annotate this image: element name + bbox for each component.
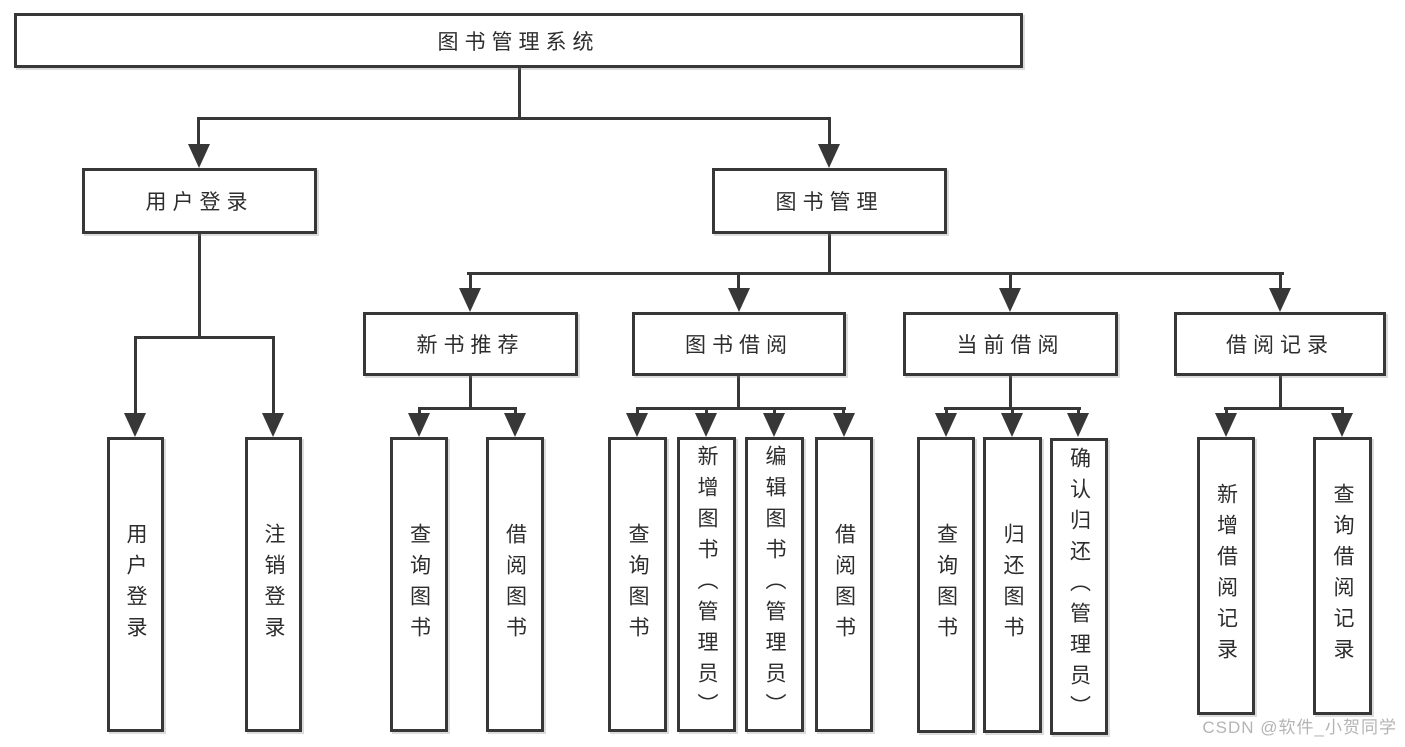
connector-line <box>469 376 472 410</box>
arrow-down-icon <box>695 413 717 437</box>
node-label: 新增借阅记录 <box>1214 483 1238 669</box>
connector-line <box>1009 376 1012 410</box>
node-label: 图书管理系统 <box>437 30 600 54</box>
arrow-down-icon <box>1215 413 1237 437</box>
connector-line <box>828 117 831 149</box>
node-book-management: 图书管理 <box>712 168 947 234</box>
connector-line <box>418 407 517 410</box>
arrow-down-icon <box>818 144 840 168</box>
node-label: 新增图书（管理员） <box>695 445 718 724</box>
node-borrowing-records: 借阅记录 <box>1174 312 1386 376</box>
node-label: 图书借阅 <box>685 334 793 357</box>
arrow-down-icon <box>1331 413 1353 437</box>
arrow-down-icon <box>504 413 526 437</box>
leaf-current-query-books: 查询图书 <box>917 437 975 733</box>
node-book-borrowing: 图书借阅 <box>632 312 846 376</box>
leaf-recommend-query-books: 查询图书 <box>390 437 448 732</box>
connector-line <box>467 272 1284 275</box>
connector-line <box>737 376 740 410</box>
node-label: 用户登录 <box>145 191 254 214</box>
node-label: 查询借阅记录 <box>1331 483 1354 669</box>
node-label: 用户登录 <box>124 522 147 647</box>
node-label: 查询图书 <box>407 522 431 647</box>
node-label: 查询图书 <box>626 522 649 647</box>
arrow-down-icon <box>626 413 648 437</box>
connector-line <box>828 234 831 275</box>
watermark: CSDN @软件_小贺同学 <box>1202 718 1397 737</box>
arrow-down-icon <box>763 413 785 437</box>
arrow-down-icon <box>1269 288 1291 312</box>
node-label: 编辑图书（管理员） <box>763 445 786 724</box>
arrow-down-icon <box>459 288 481 312</box>
connector-line <box>469 272 472 294</box>
leaf-edit-book-admin: 编辑图书（管理员） <box>745 437 804 732</box>
connector-line <box>1279 376 1282 410</box>
connector-line <box>518 68 521 120</box>
connector-line <box>737 272 740 294</box>
node-current-borrowing: 当前借阅 <box>903 312 1118 376</box>
arrow-down-icon <box>833 413 855 437</box>
connector-line <box>134 336 137 418</box>
node-label: 借阅图书 <box>832 522 856 647</box>
leaf-return-books: 归还图书 <box>983 437 1042 733</box>
arrow-down-icon <box>262 413 284 437</box>
node-label: 当前借阅 <box>956 334 1065 357</box>
arrow-down-icon <box>1067 413 1089 437</box>
arrow-down-icon <box>124 413 146 437</box>
arrow-down-icon <box>935 413 957 437</box>
leaf-user-login: 用户登录 <box>107 437 164 732</box>
leaf-query-borrow-record: 查询借阅记录 <box>1313 437 1372 715</box>
node-label: 查询图书 <box>934 523 958 647</box>
node-user-login: 用户登录 <box>82 168 317 234</box>
node-library-system: 图书管理系统 <box>14 13 1023 68</box>
connector-line <box>1279 272 1282 294</box>
leaf-borrow-books: 借阅图书 <box>815 437 873 732</box>
node-label: 图书管理 <box>775 191 884 214</box>
node-label: 注销登录 <box>262 522 285 647</box>
leaf-add-borrow-record: 新增借阅记录 <box>1197 437 1255 715</box>
arrow-down-icon <box>728 288 750 312</box>
arrow-down-icon <box>188 144 210 168</box>
connector-line <box>1009 272 1012 294</box>
leaf-logout: 注销登录 <box>245 437 302 732</box>
connector-line <box>1224 407 1344 410</box>
connector-line <box>134 336 275 339</box>
connector-line <box>272 336 275 418</box>
leaf-add-book-admin: 新增图书（管理员） <box>677 437 736 732</box>
node-label: 借阅记录 <box>1226 334 1334 357</box>
leaf-confirm-return-admin: 确认归还（管理员） <box>1050 438 1108 735</box>
arrow-down-icon <box>999 288 1021 312</box>
node-label: 归还图书 <box>1001 523 1024 647</box>
node-new-book-recommendation: 新书推荐 <box>363 312 578 376</box>
node-label: 借阅图书 <box>503 522 527 647</box>
connector-line <box>198 234 201 339</box>
connector-line <box>197 117 200 149</box>
connector-line <box>197 117 831 120</box>
leaf-recommend-borrow-books: 借阅图书 <box>486 437 544 732</box>
arrow-down-icon <box>408 413 430 437</box>
connector-line <box>636 407 846 410</box>
leaf-borrowing-query-books: 查询图书 <box>608 437 667 732</box>
arrow-down-icon <box>1001 413 1023 437</box>
node-label: 确认归还（管理员） <box>1067 447 1091 726</box>
node-label: 新书推荐 <box>416 334 525 357</box>
